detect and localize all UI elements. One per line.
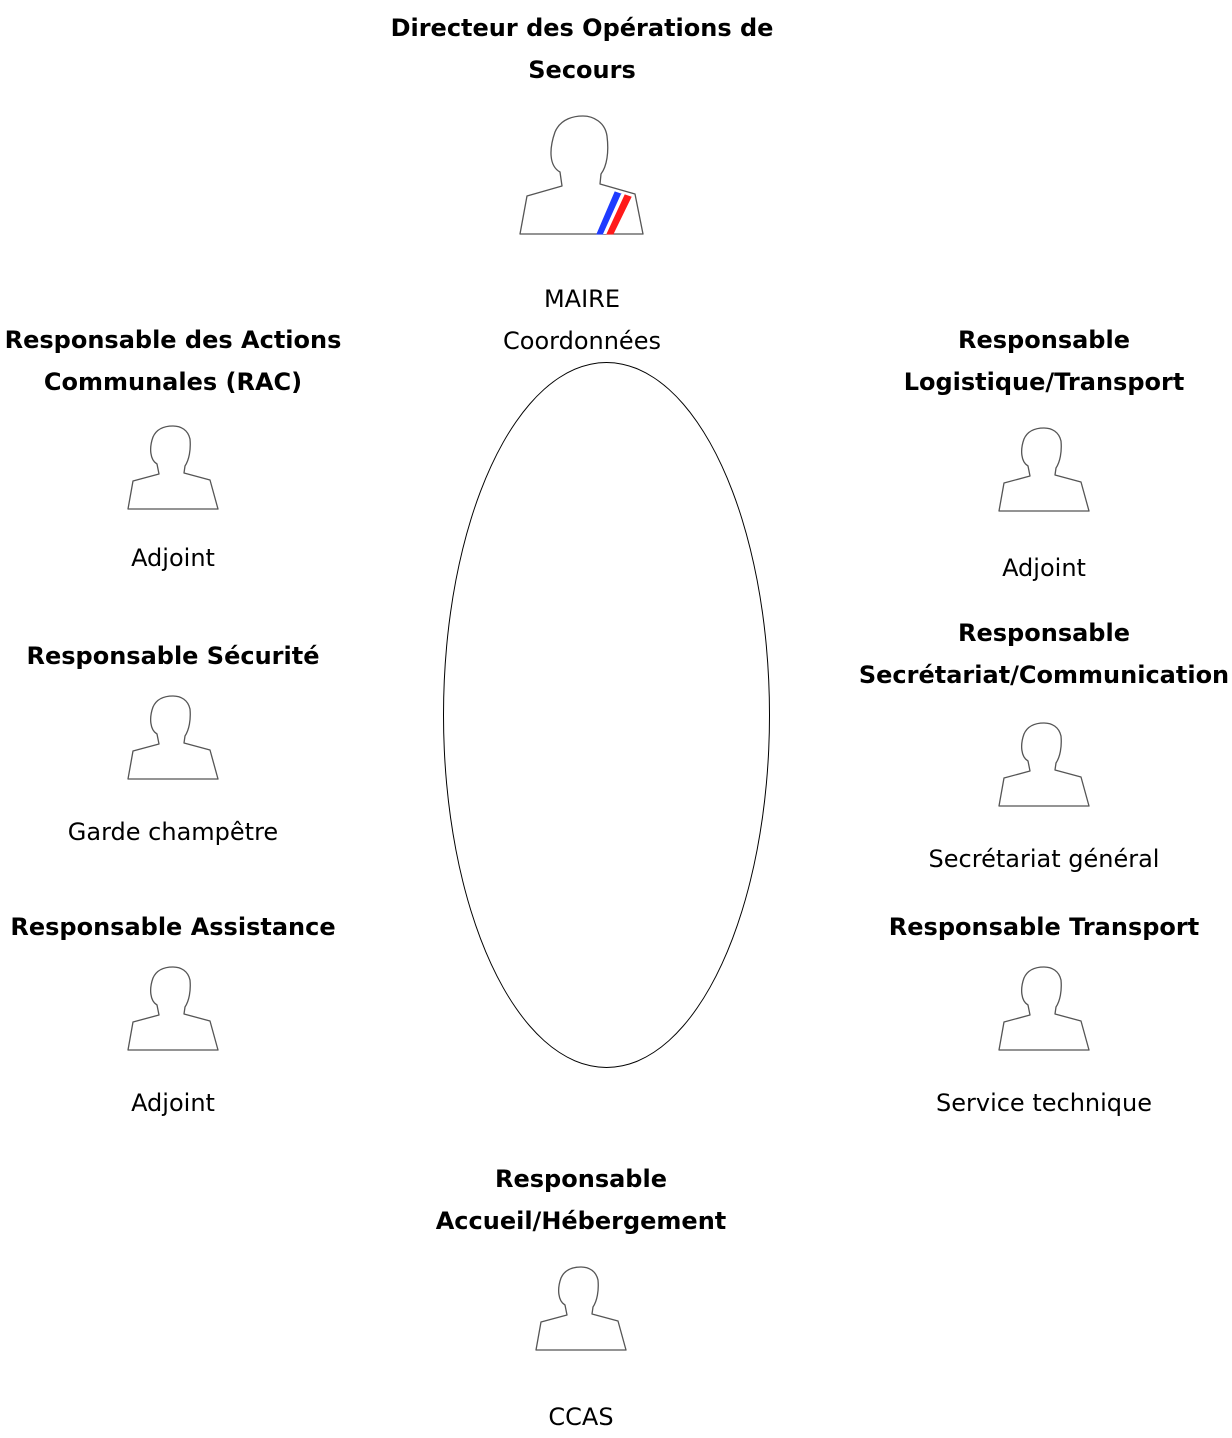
person-label-rac: Adjoint <box>131 544 215 572</box>
role-title-secretariat: Responsable Secrétariat/Communication <box>858 619 1230 689</box>
role-title-dos: Directeur des Opérations de Secours <box>390 14 774 84</box>
role-title-rac: Responsable des Actions Communales (RAC) <box>4 326 342 396</box>
person-label-securite: Garde champêtre <box>67 818 279 846</box>
role-securite: Responsable Sécurité Garde champêtre <box>0 635 346 853</box>
role-dos: Directeur des Opérations de Secours MAIR… <box>372 7 792 362</box>
role-transport: Responsable Transport Service technique <box>856 906 1232 1124</box>
coordination-ellipse <box>443 362 770 1068</box>
role-title-securite: Responsable Sécurité <box>26 642 320 670</box>
person-icon <box>998 427 1090 512</box>
person-label-dos: MAIRE Coordonnées <box>503 285 661 355</box>
person-icon <box>535 1266 627 1351</box>
role-title-assistance: Responsable Assistance <box>10 913 336 941</box>
person-icon <box>998 722 1090 807</box>
person-icon <box>127 695 219 780</box>
role-title-logistique: Responsable Logistique/Transport <box>903 326 1185 396</box>
person-label-transport: Service technique <box>936 1089 1152 1117</box>
role-logistique: Responsable Logistique/Transport Adjoint <box>856 319 1232 589</box>
person-label-logistique: Adjoint <box>1002 554 1086 582</box>
person-label-secretariat: Secrétariat général <box>928 845 1160 873</box>
person-label-assistance: Adjoint <box>131 1089 215 1117</box>
role-rac: Responsable des Actions Communales (RAC)… <box>0 319 346 579</box>
person-icon <box>127 425 219 510</box>
role-title-transport: Responsable Transport <box>888 913 1200 941</box>
role-accueil: Responsable Accueil/Hébergement CCAS <box>390 1158 772 1438</box>
mayor-person-icon <box>519 115 644 235</box>
role-secretariat: Responsable Secrétariat/Communication Se… <box>856 612 1232 880</box>
person-icon <box>127 966 219 1051</box>
role-title-accueil: Responsable Accueil/Hébergement <box>435 1165 727 1235</box>
role-assistance: Responsable Assistance Adjoint <box>0 906 346 1124</box>
person-icon <box>998 966 1090 1051</box>
person-label-accueil: CCAS <box>548 1403 614 1431</box>
